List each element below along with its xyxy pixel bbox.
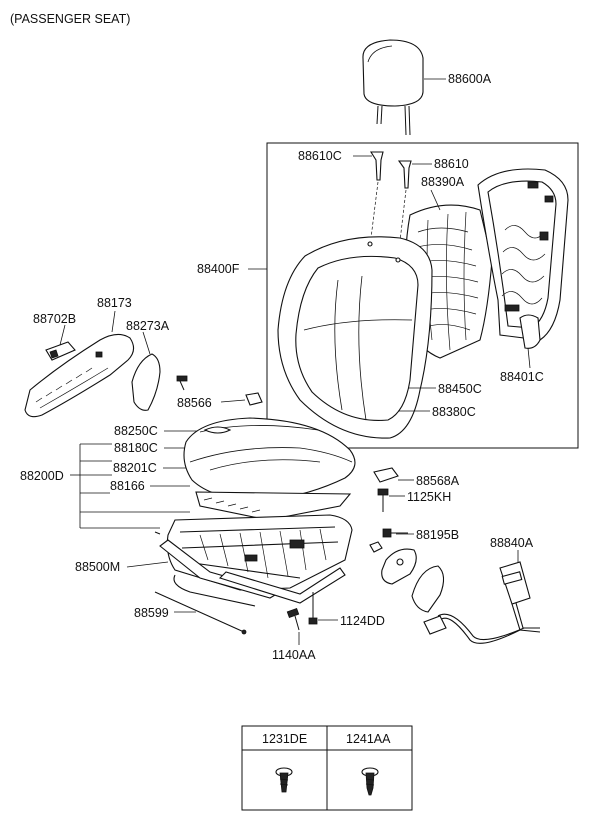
label-88250C: 88250C bbox=[114, 424, 158, 438]
fastener-table bbox=[241, 725, 413, 811]
label-88200D: 88200D bbox=[20, 469, 64, 483]
label-88380C: 88380C bbox=[432, 405, 476, 419]
label-88273A: 88273A bbox=[126, 319, 170, 333]
label-88180C: 88180C bbox=[114, 441, 158, 455]
label-88390A: 88390A bbox=[421, 175, 465, 189]
label-88173: 88173 bbox=[97, 296, 132, 310]
label-1140AA: 1140AA bbox=[272, 648, 316, 662]
fastener-table-col1-header: 1231DE bbox=[262, 732, 307, 746]
fastener-1241AA-icon bbox=[361, 767, 379, 796]
label-88599: 88599 bbox=[134, 606, 169, 620]
bolt-1125KH bbox=[377, 488, 389, 512]
label-88401C: 88401C bbox=[500, 370, 544, 384]
label-88600A: 88600A bbox=[448, 72, 492, 86]
back-frame-part bbox=[477, 168, 569, 349]
bolt-1140AA bbox=[286, 607, 300, 631]
cover-88568A-part bbox=[373, 467, 399, 483]
bolt-1124DD bbox=[308, 592, 318, 625]
label-88166: 88166 bbox=[110, 479, 145, 493]
back-cover-part bbox=[277, 236, 433, 439]
screw-small bbox=[176, 375, 188, 391]
label-88201C: 88201C bbox=[113, 461, 157, 475]
clip-part bbox=[245, 392, 263, 406]
inner-cover-part bbox=[131, 353, 161, 411]
seat-track-part bbox=[159, 514, 353, 607]
label-88566: 88566 bbox=[177, 396, 212, 410]
fastener-table-col2-header: 1241AA bbox=[346, 732, 391, 746]
seat-belt-buckle-part bbox=[423, 561, 541, 644]
label-88568A: 88568A bbox=[416, 474, 460, 488]
side-cover-part bbox=[24, 333, 135, 418]
label-1125KH: 1125KH bbox=[407, 490, 451, 504]
label-88450C: 88450C bbox=[438, 382, 482, 396]
seat-back-group-box bbox=[266, 142, 579, 449]
seat-cushion-part bbox=[183, 417, 356, 501]
label-88610C: 88610C bbox=[298, 149, 342, 163]
wire-part bbox=[154, 531, 247, 635]
fastener-1231DE-icon bbox=[275, 767, 293, 793]
headrest-part bbox=[362, 39, 424, 136]
label-88840A: 88840A bbox=[490, 536, 534, 550]
headrest-guide-left bbox=[370, 151, 384, 239]
label-88500M: 88500M bbox=[75, 560, 120, 574]
bolt-88195B bbox=[382, 528, 408, 538]
label-88610: 88610 bbox=[434, 157, 469, 171]
label-88400F: 88400F bbox=[197, 262, 240, 276]
knob-part bbox=[45, 341, 76, 361]
cushion-frame-part bbox=[195, 491, 352, 521]
bracket-lower-part bbox=[369, 541, 445, 613]
label-1124DD: 1124DD bbox=[340, 614, 385, 628]
label-88195B: 88195B bbox=[416, 528, 459, 542]
label-88702B: 88702B bbox=[33, 312, 76, 326]
diagram-title: (PASSENGER SEAT) bbox=[10, 12, 130, 26]
